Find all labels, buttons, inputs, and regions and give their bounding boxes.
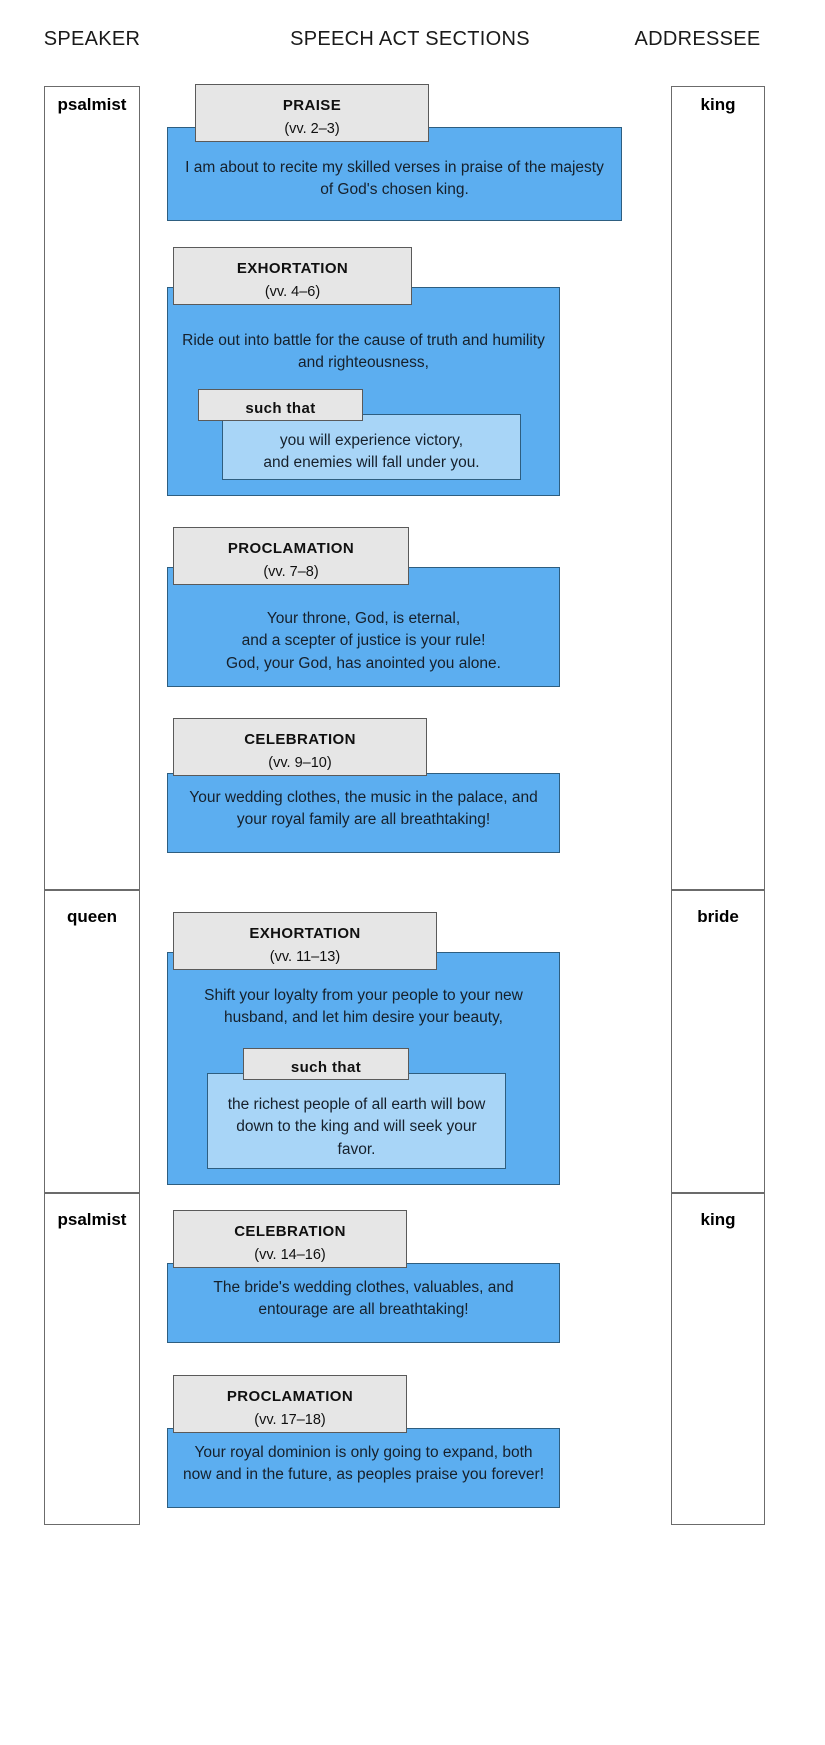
section-praise-title: PRAISE bbox=[282, 97, 342, 114]
section-proclamation-2-content-box: Your royal dominion is only going to exp… bbox=[167, 1428, 560, 1508]
section-praise-text: I am about to recite my skilled verses i… bbox=[185, 159, 604, 199]
speaker-label-row-1: psalmist bbox=[57, 95, 127, 114]
section-celebration-1-title: CELEBRATION bbox=[244, 731, 356, 748]
section-proclamation-1-label: PROCLAMATION (vv. 7–8) bbox=[173, 527, 409, 585]
section-exhortation-2-title: EXHORTATION bbox=[249, 925, 361, 942]
section-exhortation-2-subclause-text: the richest people of all earth will bow… bbox=[227, 1096, 486, 1158]
section-praise-content-box: I am about to recite my skilled verses i… bbox=[167, 127, 622, 221]
section-celebration-2-verses: (vv. 14–16) bbox=[254, 1247, 326, 1263]
section-praise-label: PRAISE (vv. 2–3) bbox=[195, 84, 429, 142]
section-celebration-2-content-box: The bride's wedding clothes, valuables, … bbox=[167, 1263, 560, 1343]
section-celebration-2-label: CELEBRATION (vv. 14–16) bbox=[173, 1210, 407, 1268]
section-proclamation-1-text: Your throne, God, is eternal, and a scep… bbox=[226, 610, 501, 672]
section-proclamation-1-verses: (vv. 7–8) bbox=[263, 564, 319, 580]
addressee-lane-row-2: bride bbox=[671, 890, 765, 1193]
section-proclamation-2-verses: (vv. 17–18) bbox=[254, 1412, 326, 1428]
addressee-lane-row-3: king bbox=[671, 1193, 765, 1525]
speaker-lane-row-1: psalmist bbox=[44, 86, 140, 890]
speaker-label-row-3: psalmist bbox=[57, 1210, 127, 1229]
section-proclamation-2-title: PROCLAMATION bbox=[226, 1388, 354, 1405]
section-exhortation-2-subclause-label: such that bbox=[243, 1048, 409, 1080]
section-exhortation-1-text: Ride out into battle for the cause of tr… bbox=[182, 332, 545, 372]
section-exhortation-1-subclause-box: you will experience victory, and enemies… bbox=[222, 414, 521, 480]
section-proclamation-1-content-box: Your throne, God, is eternal, and a scep… bbox=[167, 567, 560, 687]
section-exhortation-2-subclause-box: the richest people of all earth will bow… bbox=[207, 1073, 506, 1169]
section-celebration-2-title: CELEBRATION bbox=[234, 1223, 346, 1240]
addressee-lane-row-1: king bbox=[671, 86, 765, 890]
column-header-addressee: ADDRESSEE bbox=[634, 28, 761, 50]
speaker-lane-row-2: queen bbox=[44, 890, 140, 1193]
section-exhortation-2-label: EXHORTATION (vv. 11–13) bbox=[173, 912, 437, 970]
section-celebration-1-text: Your wedding clothes, the music in the p… bbox=[189, 789, 538, 829]
section-praise-verses: (vv. 2–3) bbox=[284, 121, 340, 137]
section-exhortation-1-subclause-title: such that bbox=[245, 400, 316, 417]
section-exhortation-1-label: EXHORTATION (vv. 4–6) bbox=[173, 247, 412, 305]
section-proclamation-2-label: PROCLAMATION (vv. 17–18) bbox=[173, 1375, 407, 1433]
section-celebration-1-label: CELEBRATION (vv. 9–10) bbox=[173, 718, 427, 776]
addressee-label-row-1: king bbox=[700, 95, 736, 114]
addressee-label-row-3: king bbox=[700, 1210, 736, 1229]
speaker-label-row-2: queen bbox=[66, 907, 118, 926]
section-exhortation-2-verses: (vv. 11–13) bbox=[269, 949, 341, 965]
section-exhortation-1-title: EXHORTATION bbox=[236, 260, 349, 277]
speaker-lane-row-3: psalmist bbox=[44, 1193, 140, 1525]
section-exhortation-1-subclause-label: such that bbox=[198, 389, 363, 421]
column-header-speaker: SPEAKER bbox=[43, 28, 141, 50]
section-proclamation-2-text: Your royal dominion is only going to exp… bbox=[182, 1444, 545, 1484]
section-proclamation-1-title: PROCLAMATION bbox=[227, 540, 355, 557]
section-celebration-2-text: The bride's wedding clothes, valuables, … bbox=[213, 1279, 514, 1319]
section-celebration-1-content-box: Your wedding clothes, the music in the p… bbox=[167, 773, 560, 853]
section-exhortation-2-text: Shift your loyalty from your people to y… bbox=[204, 987, 523, 1027]
section-exhortation-1-subclause-text: you will experience victory, and enemies… bbox=[263, 432, 480, 472]
section-exhortation-1-verses: (vv. 4–6) bbox=[264, 284, 321, 300]
addressee-label-row-2: bride bbox=[697, 907, 739, 926]
section-celebration-1-verses: (vv. 9–10) bbox=[268, 755, 332, 771]
section-exhortation-2-subclause-title: such that bbox=[290, 1059, 362, 1076]
column-header-speech-act-sections: SPEECH ACT SECTIONS bbox=[290, 28, 530, 50]
